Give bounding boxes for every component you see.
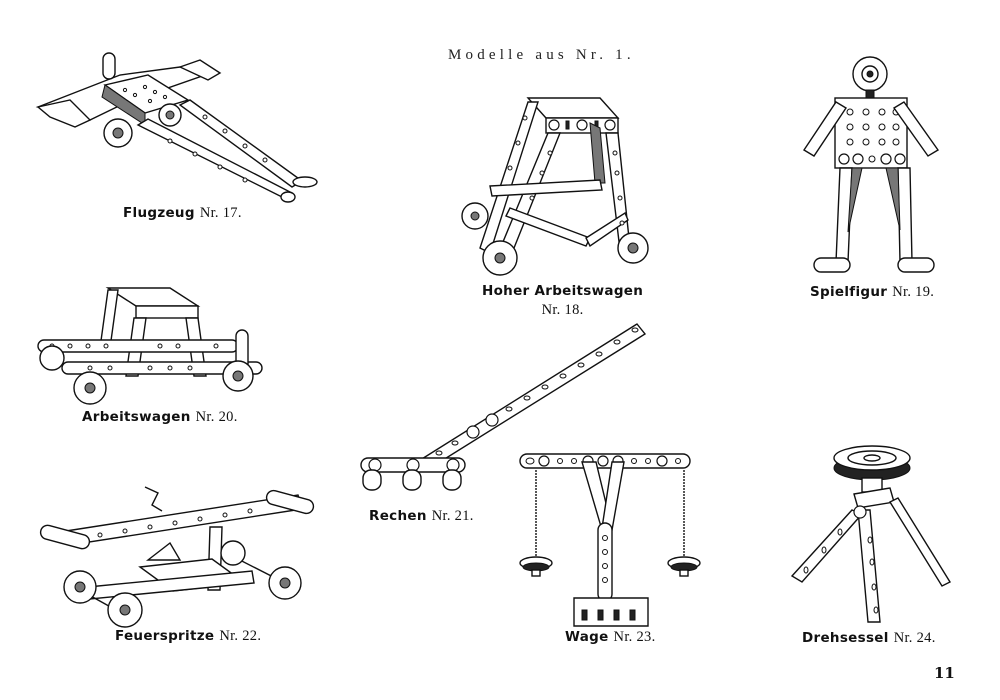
rake-model-illustration bbox=[360, 323, 647, 491]
model-name: Spielfigur bbox=[810, 284, 888, 300]
post-holes bbox=[602, 535, 608, 583]
wing-tip-right bbox=[178, 59, 222, 81]
cross-strip-lower bbox=[505, 207, 591, 247]
foot-right bbox=[897, 257, 935, 273]
airplane-model-illustration bbox=[35, 52, 318, 203]
model-number: Nr. 21. bbox=[431, 508, 474, 524]
crank-handle bbox=[144, 486, 163, 512]
fire-engine-model-illustration bbox=[39, 486, 315, 628]
model-number: Nr. 19. bbox=[892, 284, 935, 300]
wing-tip-left bbox=[36, 99, 92, 128]
leg-holes bbox=[803, 528, 879, 614]
support-post bbox=[597, 522, 613, 602]
work-cart-model-illustration bbox=[37, 287, 263, 405]
model-name: Feuerspritze bbox=[115, 628, 215, 644]
model-number: Nr. 20. bbox=[195, 409, 238, 425]
handle-holes bbox=[435, 327, 639, 456]
model-number: Nr. 17. bbox=[199, 205, 242, 221]
ladder-holes bbox=[97, 508, 253, 538]
model-name: Drehsessel bbox=[802, 630, 889, 646]
wheel-back bbox=[39, 345, 65, 371]
swivel-chair-model-illustration bbox=[790, 445, 951, 623]
rake-tine bbox=[442, 469, 462, 491]
model-number: Nr. 23. bbox=[613, 629, 656, 645]
strip-holes bbox=[122, 84, 268, 183]
arm-right bbox=[892, 101, 940, 157]
leg-right bbox=[897, 167, 913, 263]
model-name: Rechen bbox=[369, 508, 427, 524]
model-name: Hoher Arbeitswagen bbox=[482, 283, 644, 299]
tall-work-cart-model-illustration bbox=[461, 97, 649, 276]
model-number: Nr. 22. bbox=[219, 628, 262, 644]
toy-figure-model-illustration bbox=[803, 56, 940, 273]
top-plate bbox=[526, 97, 620, 119]
model-name: Arbeitswagen bbox=[82, 409, 191, 425]
model-name: Flugzeug bbox=[123, 205, 195, 221]
leg-left bbox=[790, 509, 864, 583]
rake-tine bbox=[362, 469, 382, 491]
foot-left bbox=[813, 257, 851, 273]
seat-plate bbox=[105, 287, 201, 307]
leg-right bbox=[889, 497, 951, 587]
page-title: Modelle aus Nr. 1. bbox=[448, 47, 635, 63]
leg-middle bbox=[857, 509, 881, 623]
nose-fin bbox=[292, 176, 318, 188]
model-number: Nr. 24. bbox=[893, 630, 936, 646]
model-name: Wage bbox=[565, 629, 609, 645]
balance-scale-model-illustration bbox=[519, 453, 701, 627]
leg-holes bbox=[507, 115, 625, 226]
cross-strip-upper bbox=[489, 179, 603, 197]
bracket bbox=[853, 487, 895, 509]
rake-tine bbox=[402, 469, 422, 491]
tail-fin bbox=[102, 52, 116, 80]
bracket bbox=[145, 541, 182, 561]
page-number: 11 bbox=[934, 664, 955, 682]
ladder-strip bbox=[65, 494, 303, 546]
chassis-strip-lower bbox=[61, 361, 263, 375]
arm-left bbox=[803, 101, 847, 157]
model-number: Nr. 18. bbox=[541, 302, 584, 318]
wheel-back-right bbox=[220, 540, 246, 566]
back-post bbox=[99, 289, 119, 349]
